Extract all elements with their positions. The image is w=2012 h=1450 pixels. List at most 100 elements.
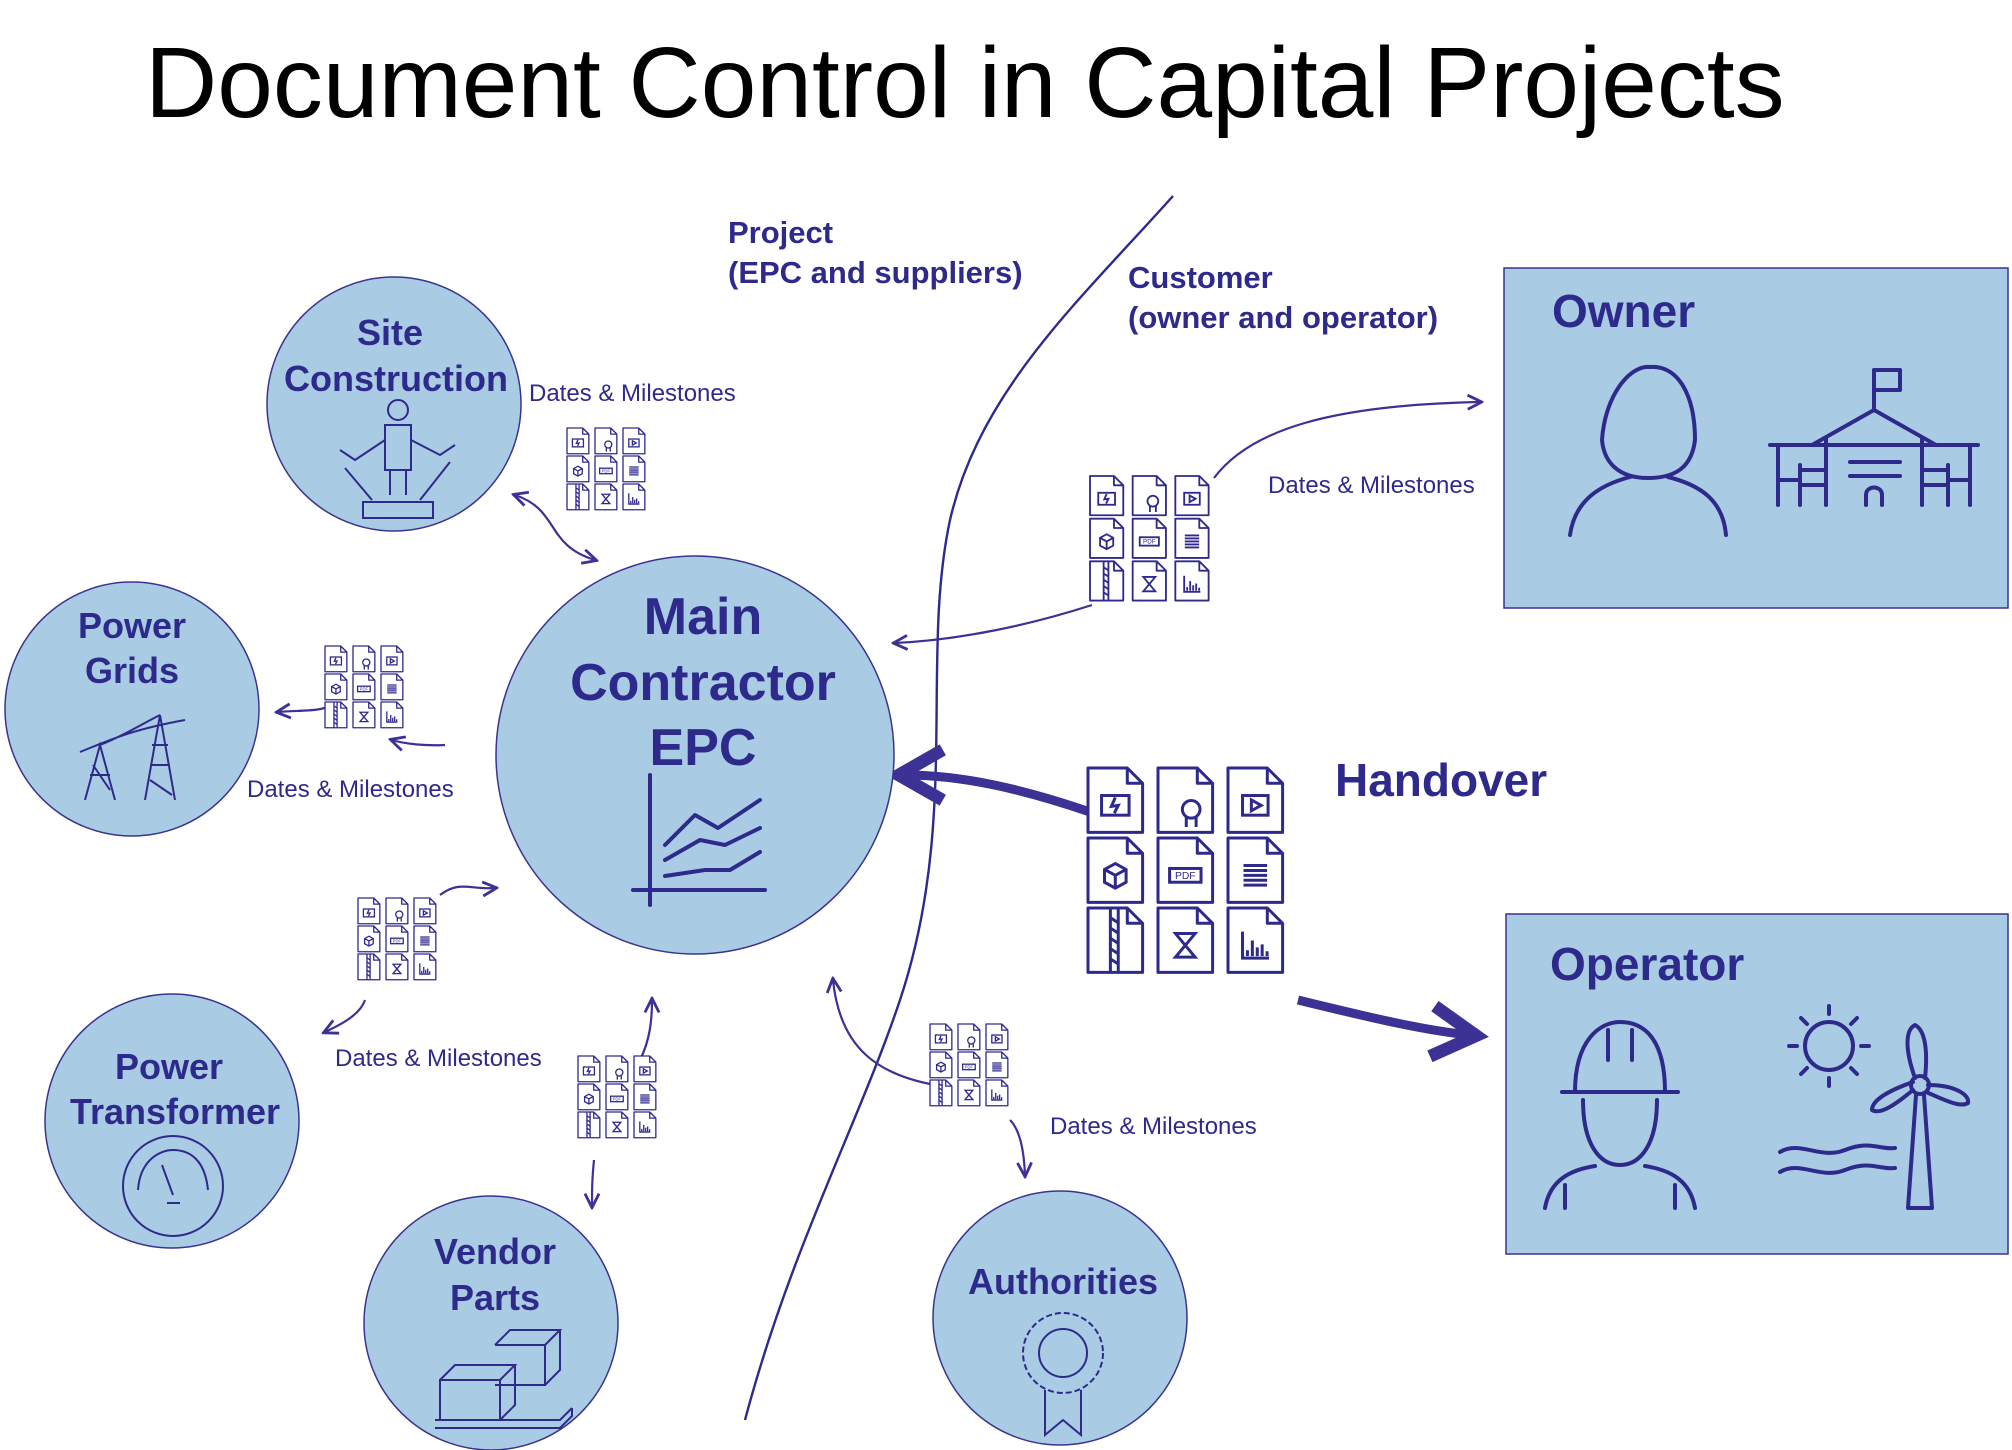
certificate-doc-icon <box>605 1055 629 1083</box>
vendor-parts-node: Vendor Parts <box>363 1195 619 1450</box>
pdf-doc-icon: PDF <box>1156 836 1215 904</box>
zip-doc-icon <box>566 483 590 511</box>
video-doc-icon <box>985 1023 1009 1051</box>
arrow-transformer-lower <box>325 999 367 1032</box>
vendor-parts-label-line1: Vendor <box>434 1231 556 1272</box>
wind-waves-icon <box>1778 1143 1897 1175</box>
building-icon <box>1768 368 1980 507</box>
engine-doc-icon <box>577 1055 601 1083</box>
document-grid-grids: PDF <box>324 645 404 729</box>
handover-arrow-to-main <box>905 775 1092 817</box>
chart-doc-icon <box>622 483 646 511</box>
main-contractor-label-line3: EPC <box>650 719 757 777</box>
arrow-customer-to-main <box>895 603 1093 643</box>
certificate-doc-icon <box>385 897 409 925</box>
vendor-parts-label-line2: Parts <box>450 1277 540 1318</box>
zip-doc-icon <box>1086 906 1145 974</box>
pdf-doc-icon: PDF <box>352 673 376 701</box>
arrow-authorities-upper <box>833 980 936 1087</box>
text-doc-icon <box>413 925 437 953</box>
site-construction-node: Site Construction <box>266 276 522 532</box>
pdf-doc-label: PDF <box>965 1064 974 1069</box>
3d-model-doc-icon <box>577 1083 601 1111</box>
pdf-doc-icon: PDF <box>385 925 409 953</box>
engine-doc-icon <box>357 897 381 925</box>
boxes-on-pallet-icon <box>435 1329 573 1429</box>
hourglass-doc-icon <box>594 483 618 511</box>
sun-icon <box>1787 1004 1871 1088</box>
3d-model-doc-icon <box>1086 836 1145 904</box>
text-doc-icon <box>622 455 646 483</box>
owner-panel: Owner <box>1503 267 2009 609</box>
arrow-customer-to-owner <box>1213 402 1480 479</box>
site-construction-label-line1: Site <box>357 312 423 353</box>
dates-milestones-label-site: Dates & Milestones <box>529 380 736 407</box>
pdf-doc-label: PDF <box>360 686 369 691</box>
power-pylon-icon <box>79 714 186 801</box>
pdf-doc-label: PDF <box>1175 871 1196 882</box>
pdf-doc-label: PDF <box>613 1096 622 1101</box>
chart-doc-icon <box>633 1111 657 1139</box>
power-grids-node: Power Grids <box>4 581 260 837</box>
video-doc-icon <box>413 897 437 925</box>
video-doc-icon <box>380 645 404 673</box>
3d-model-doc-icon <box>929 1051 953 1079</box>
region-project-label: Project <box>728 215 833 250</box>
document-grid-vendor: PDF <box>577 1055 657 1139</box>
chart-doc-icon <box>1226 906 1285 974</box>
certificate-doc-icon <box>1156 766 1215 834</box>
certificate-doc-icon <box>352 645 376 673</box>
chart-doc-icon <box>985 1079 1009 1107</box>
line-chart-icon <box>631 773 767 907</box>
certificate-doc-icon <box>594 427 618 455</box>
document-grid-site: PDF <box>566 427 646 511</box>
video-doc-icon <box>1174 475 1210 517</box>
arrow-vendor-upper <box>639 1000 652 1061</box>
page-title: Document Control in Capital Projects <box>145 27 1785 139</box>
zip-doc-icon <box>1089 560 1125 602</box>
zip-doc-icon <box>577 1111 601 1139</box>
pdf-doc-icon: PDF <box>594 455 618 483</box>
text-doc-icon <box>633 1083 657 1111</box>
dates-milestones-label-owner: Dates & Milestones <box>1268 472 1475 499</box>
hourglass-doc-icon <box>1131 560 1167 602</box>
engine-doc-icon <box>1089 475 1125 517</box>
authorities-node: Authorities <box>932 1190 1188 1446</box>
power-transformer-label-line1: Power <box>115 1046 223 1087</box>
text-doc-icon <box>380 673 404 701</box>
dates-milestones-label-authorities: Dates & Milestones <box>1050 1113 1257 1140</box>
engine-doc-icon <box>566 427 590 455</box>
authorities-label: Authorities <box>968 1261 1158 1302</box>
handover-arrow-to-operator <box>1296 995 1470 1035</box>
engine-doc-icon <box>1086 766 1145 834</box>
text-doc-icon <box>1226 836 1285 904</box>
document-grid-owner: PDF <box>1089 475 1210 602</box>
handover-label: Handover <box>1335 754 1547 806</box>
document-grid-handover: PDF <box>1086 766 1285 974</box>
arrow-vendor-lower <box>592 1159 594 1206</box>
hourglass-doc-icon <box>352 701 376 729</box>
3d-model-doc-icon <box>1089 517 1125 559</box>
person-icon <box>1568 364 1728 537</box>
chart-doc-icon <box>380 701 404 729</box>
pdf-doc-icon: PDF <box>957 1051 981 1079</box>
power-transformer-label-line2: Transformer <box>70 1091 280 1132</box>
site-construction-label-line2: Construction <box>284 358 508 399</box>
main-contractor-label-line1: Main <box>644 588 762 646</box>
dates-milestones-label-transformer: Dates & Milestones <box>335 1045 542 1072</box>
zip-doc-icon <box>357 953 381 981</box>
pdf-doc-icon: PDF <box>1131 517 1167 559</box>
arrow-authorities-lower <box>1009 1119 1025 1175</box>
zip-doc-icon <box>929 1079 953 1107</box>
chart-doc-icon <box>1174 560 1210 602</box>
main-contractor-node: Main Contractor EPC <box>495 555 895 955</box>
pdf-doc-icon: PDF <box>605 1083 629 1111</box>
document-grid-authorities: PDF <box>929 1023 1009 1107</box>
power-grids-label-line1: Power <box>78 605 186 646</box>
text-doc-icon <box>1174 517 1210 559</box>
pdf-doc-label: PDF <box>1143 539 1156 546</box>
hourglass-doc-icon <box>385 953 409 981</box>
video-doc-icon <box>633 1055 657 1083</box>
hourglass-doc-icon <box>605 1111 629 1139</box>
zip-doc-icon <box>324 701 348 729</box>
